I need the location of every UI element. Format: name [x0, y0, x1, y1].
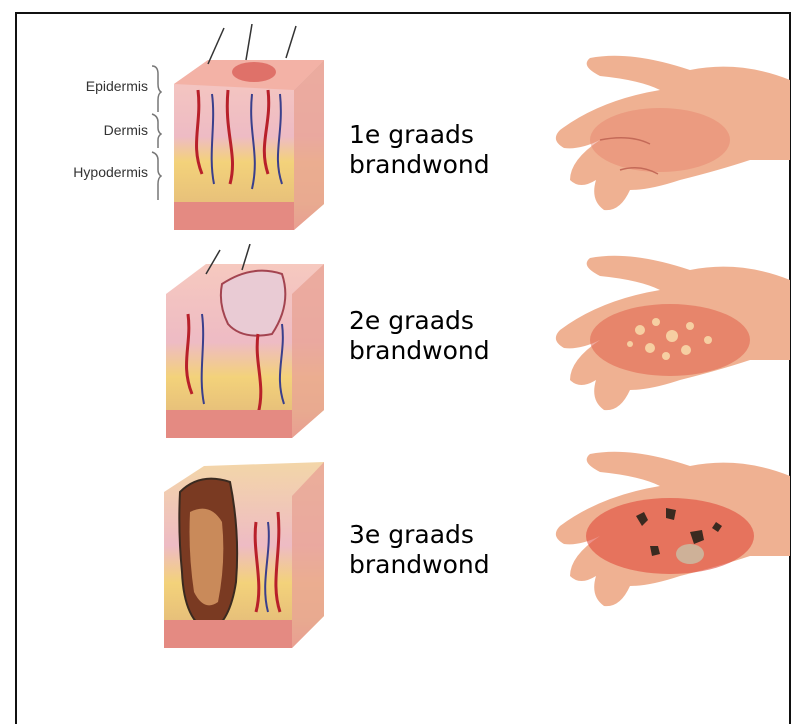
label-hypodermis: Hypodermis — [38, 164, 148, 180]
burn-word-1: brandwond — [349, 150, 490, 180]
label-epidermis: Epidermis — [38, 78, 148, 94]
burn-word-2: brandwond — [349, 336, 490, 366]
burn-degree-2: 2e graads — [349, 306, 490, 336]
burn-degree-1: 1e graads — [349, 120, 490, 150]
burn-label-2: 2e graads brandwond — [349, 306, 490, 366]
skin-block-1st-degree — [168, 24, 328, 232]
layer-braces — [148, 64, 162, 204]
hand-2nd-degree — [540, 240, 790, 420]
skin-block-3rd-degree — [160, 452, 328, 652]
skin-block-2nd-degree — [162, 244, 328, 440]
burn-word-3: brandwond — [349, 550, 490, 580]
hand-1st-degree — [540, 40, 790, 220]
hand-3rd-degree — [540, 436, 790, 616]
burn-degree-3: 3e graads — [349, 520, 490, 550]
label-dermis: Dermis — [38, 122, 148, 138]
burn-label-3: 3e graads brandwond — [349, 520, 490, 580]
burn-label-1: 1e graads brandwond — [349, 120, 490, 180]
